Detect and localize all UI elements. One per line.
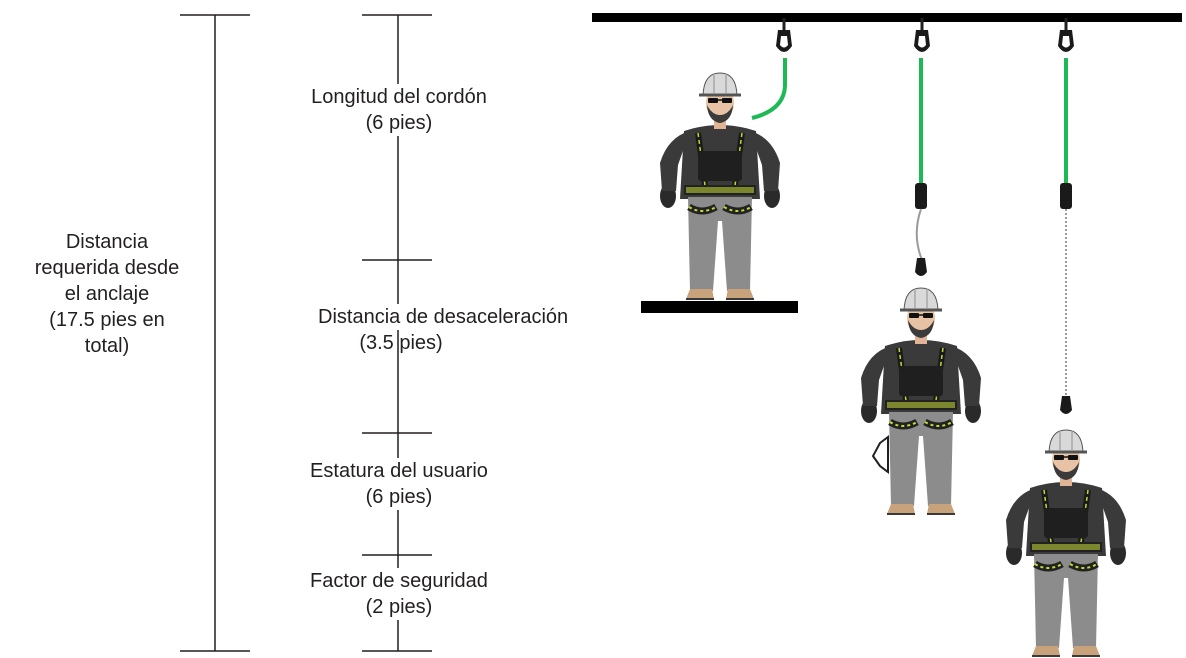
deceleration-label: Distancia de desaceleración (3.5 pies) (318, 304, 569, 356)
worker-standing (660, 73, 780, 299)
total-line-4: (17.5 pies en (49, 309, 165, 331)
worker-fully-extended (1006, 430, 1126, 656)
deceleration-value: (3.5 pies) (359, 332, 443, 354)
total-distance-label: Distancia requerida desde el anclaje (17… (8, 229, 206, 359)
total-line-1: Distancia (65, 231, 149, 253)
safety-factor-title: Factor de seguridad (310, 570, 488, 592)
lanyard-slack (751, 58, 787, 120)
user-height-value: (6 pies) (365, 486, 433, 508)
deceleration-title-1: Distancia de (318, 304, 429, 330)
lanyard-length-value: (6 pies) (365, 112, 433, 134)
total-line-3: el anclaje (64, 283, 150, 305)
total-distance-dimension (180, 14, 250, 652)
user-height-title: Estatura del usuario (310, 460, 488, 482)
anchor-hook-3 (1056, 16, 1076, 54)
shock-pack-icon (871, 435, 889, 474)
worker-decelerating (861, 288, 981, 514)
anchor-hook-2 (912, 16, 932, 54)
safety-factor-value: (2 pies) (365, 596, 433, 618)
lanyard-fully-extended (1060, 58, 1072, 414)
total-line-5: total) (84, 335, 130, 357)
platform (641, 301, 798, 313)
safety-factor-label: Factor de seguridad (2 pies) (288, 568, 510, 620)
user-height-label: Estatura del usuario (6 pies) (288, 458, 510, 510)
lanyard-extended (915, 58, 927, 276)
anchor-beam (592, 13, 1182, 22)
total-line-2: requerida desde (34, 257, 180, 279)
lanyard-length-title: Longitud del cordón (311, 86, 487, 108)
deceleration-title-2: desaceleración (433, 304, 569, 330)
anchor-hook-1 (774, 16, 794, 54)
lanyard-length-label: Longitud del cordón (6 pies) (288, 84, 510, 136)
